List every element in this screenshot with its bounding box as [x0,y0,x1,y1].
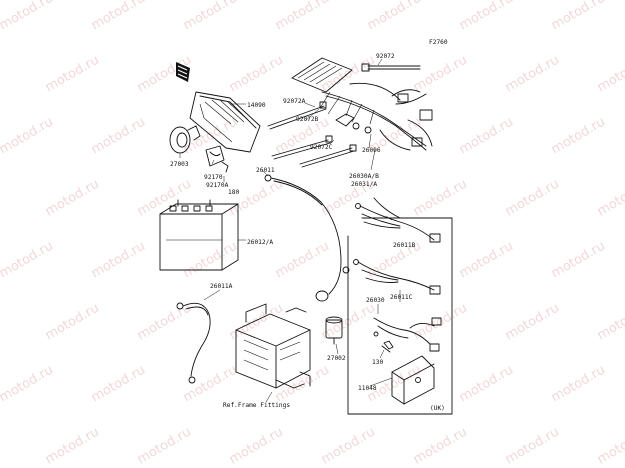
watermark-text: motod.ru [595,301,625,344]
uk-variant-box [347,217,453,415]
watermark-text: motod.ru [365,0,424,33]
label-27003: 27003 [170,161,189,168]
watermark-text: motod.ru [89,115,148,158]
label-130: 130 [372,359,383,366]
watermark-text: motod.ru [319,425,378,468]
label-26030ab: 26030A/B [349,173,379,180]
watermark-text: motod.ru [457,239,516,282]
cable-tie-92072 [361,63,421,72]
watermark-text: motod.ru [503,53,562,96]
cover-14090 [189,91,261,153]
bolt-130 [381,340,394,353]
label-27002: 27002 [327,355,346,362]
label-92072c: 92072C [310,144,333,151]
watermark-text: motod.ru [135,425,194,468]
watermark-text: motod.ru [595,53,625,96]
watermark-text: motod.ru [595,177,625,220]
reference-note: Ref.Frame Fittings [223,402,290,409]
harness-26011b [355,197,441,243]
watermark-text: motod.ru [0,115,56,158]
clamp-92170 [205,145,229,173]
watermark-text: motod.ru [549,0,608,33]
label-26011c: 26011C [390,294,413,301]
watermark-text: motod.ru [549,239,608,282]
watermark-text: motod.ru [43,177,102,220]
label-92170a: 92170A [206,182,229,189]
watermark-text: motod.ru [43,53,102,96]
watermark-text: motod.ru [273,363,332,406]
label-92072b: 92072B [296,116,319,123]
watermark-text: motod.ru [135,177,194,220]
label-26011: 26011 [256,167,275,174]
label-26011a: 26011A [210,283,233,290]
watermark-text: motod.ru [457,0,516,33]
watermark-text: motod.ru [457,363,516,406]
harness-26011c [353,259,441,295]
watermark-text: motod.ru [503,301,562,344]
watermark-text: motod.ru [411,425,470,468]
label-14090: 14090 [247,102,266,109]
watermark-text: motod.ru [89,239,148,282]
watermark-text: motod.ru [411,177,470,220]
watermark-text: motod.ru [181,0,240,33]
watermark-text: motod.ru [181,239,240,282]
watermark-text: motod.ru [549,363,608,406]
label-11048: 11048 [358,385,377,392]
label-26006: 26006 [362,147,381,154]
battery-cable-26011 [264,174,350,302]
watermark-text: motod.ru [43,425,102,468]
watermark-text: motod.ru [227,53,286,96]
leader-lines [179,58,401,403]
watermark-text: motod.ru [43,301,102,344]
watermark-text: motod.ru [89,363,148,406]
region-note: (UK) [430,405,445,412]
battery-26012 [159,199,239,271]
label-92170: 92170 [204,174,223,181]
horn-27003 [169,125,201,154]
watermark-text: motod.ru [227,425,286,468]
watermark-text: motod.ru [0,0,56,33]
relay-27002 [325,316,343,345]
control-unit-box [235,303,311,389]
label-92072: 92072 [376,53,395,60]
watermark-text: motod.ru [89,0,148,33]
watermark-text: motod.ru [227,177,286,220]
label-92072a: 92072A [283,98,306,105]
watermark-text: motod.ru [549,115,608,158]
main-harness-26006 [291,57,433,151]
watermark-text: motod.ru [273,239,332,282]
ground-cable-26011a [176,302,211,384]
watermark-text: motod.ru [411,53,470,96]
watermark-text: motod.ru [0,239,56,282]
label-180: 180 [228,189,239,196]
part-labels: F2760 92072 14090 92072A 92072B 92072C 2… [170,39,448,412]
watermark-text: motod.ru [319,53,378,96]
watermark-text: motod.ru [273,0,332,33]
label-26012a: 26012/A [247,239,273,246]
harness-26030 [373,317,442,352]
bracket-11048 [391,355,435,405]
watermark-text: motod.ru [135,301,194,344]
label-26011b: 26011B [393,242,416,249]
watermark-text: motod.ru [503,425,562,468]
watermark-text: motod.ru [0,363,56,406]
watermark-text: motod.ru [595,425,625,468]
watermark-text: motod.ru [411,301,470,344]
figure-code-label: F2760 [429,39,448,46]
label-26030: 26030 [366,297,385,304]
front-direction-icon [176,62,190,82]
watermark-text: motod.ru [503,177,562,220]
watermark-text: motod.ru [457,115,516,158]
cable-ties-92072abc [267,101,357,168]
watermark-text: motod.ru [181,363,240,406]
label-26031a: 26031/A [351,181,377,188]
